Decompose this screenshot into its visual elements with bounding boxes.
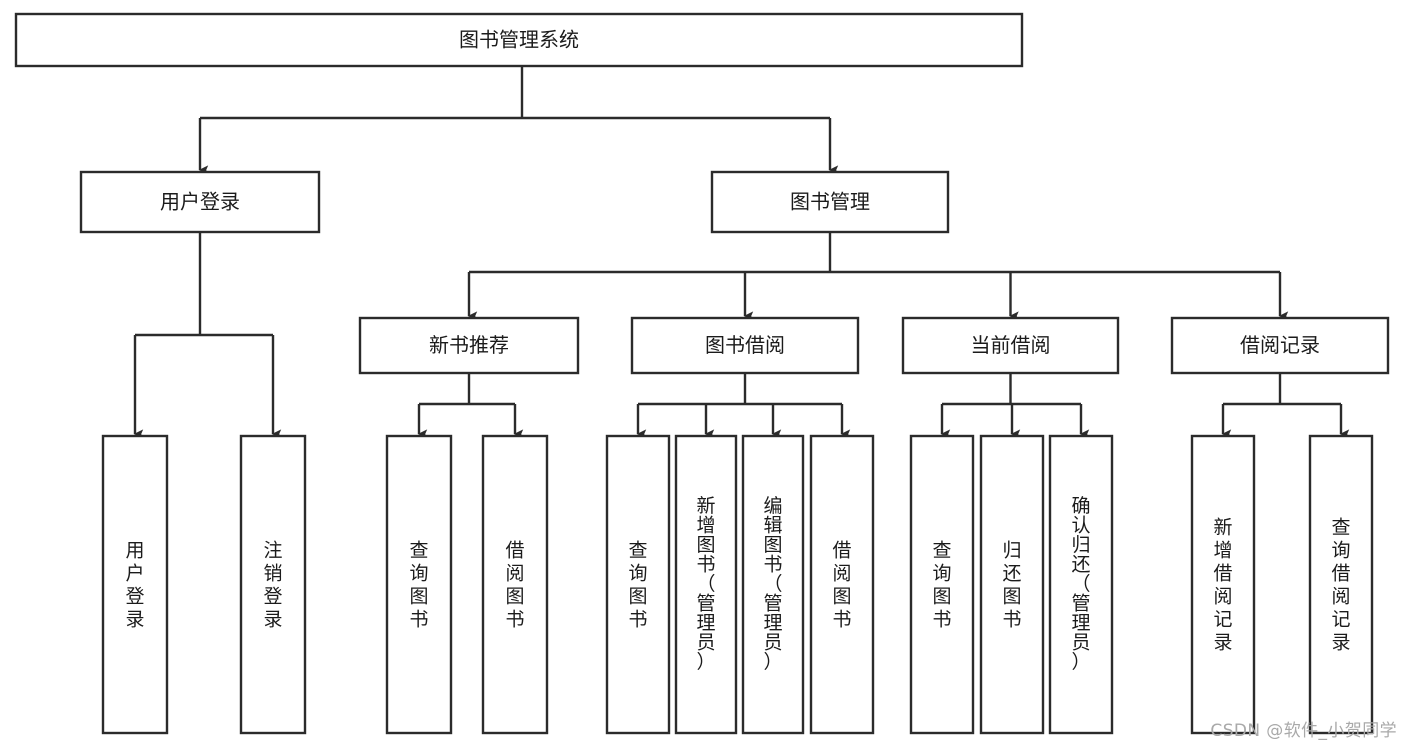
node-label-book-management: 图书管理	[790, 190, 870, 214]
node-box-book-management[interactable]	[710, 170, 950, 234]
node-leaf-borrow-book-1[interactable]: 借阅图书	[481, 434, 549, 735]
node-box-leaf-query-record[interactable]	[1308, 434, 1374, 735]
node-current-borrow[interactable]: 当前借阅	[901, 316, 1120, 375]
node-box-leaf-query-book-2[interactable]	[605, 434, 671, 735]
node-box-user-login[interactable]	[79, 170, 321, 234]
node-box-leaf-add-record[interactable]	[1190, 434, 1256, 735]
node-leaf-user-login[interactable]: 用户登录	[101, 434, 169, 735]
node-box-leaf-return-book[interactable]	[979, 434, 1045, 735]
node-leaf-user-logout[interactable]: 注销登录	[239, 434, 307, 735]
node-box-book-borrow[interactable]	[630, 316, 860, 375]
node-label-user-login: 用户登录	[160, 190, 240, 214]
node-box-leaf-borrow-book-2[interactable]	[809, 434, 875, 735]
csdn-watermark: CSDN @软件_小贺同学	[1210, 721, 1397, 741]
node-leaf-borrow-book-2[interactable]: 借阅图书	[809, 434, 875, 735]
node-box-borrow-record[interactable]	[1170, 316, 1390, 375]
node-box-leaf-user-login[interactable]	[101, 434, 169, 735]
node-label-leaf-user-login: 用户登录	[125, 539, 144, 630]
node-label-new-book-recommend: 新书推荐	[429, 333, 509, 357]
node-leaf-return-book[interactable]: 归还图书	[979, 434, 1045, 735]
node-label-leaf-user-logout: 注销登录	[263, 539, 282, 630]
node-box-new-book-recommend[interactable]	[358, 316, 580, 375]
node-box-root[interactable]	[14, 12, 1024, 68]
node-box-leaf-confirm-return[interactable]	[1048, 434, 1114, 735]
node-box-leaf-user-logout[interactable]	[239, 434, 307, 735]
node-label-borrow-record: 借阅记录	[1240, 333, 1320, 357]
node-label-leaf-query-book-3: 查询图书	[932, 539, 951, 630]
node-label-root: 图书管理系统	[459, 28, 579, 52]
node-label-leaf-return-book: 归还图书	[1002, 539, 1021, 630]
node-user-login[interactable]: 用户登录	[79, 170, 321, 234]
node-box-leaf-add-book[interactable]	[674, 434, 738, 735]
node-box-current-borrow[interactable]	[901, 316, 1120, 375]
node-new-book-recommend[interactable]: 新书推荐	[358, 316, 580, 375]
node-leaf-query-record[interactable]: 查询借阅记录	[1308, 434, 1374, 735]
node-label-leaf-query-book-1: 查询图书	[409, 539, 428, 630]
node-label-leaf-add-record: 新增借阅记录	[1213, 516, 1232, 653]
node-label-book-borrow: 图书借阅	[705, 333, 785, 357]
node-label-leaf-borrow-book-2: 借阅图书	[832, 539, 851, 630]
node-label-leaf-borrow-book-1: 借阅图书	[505, 539, 524, 630]
node-label-leaf-confirm-return: 确认归还（管理员）	[1071, 495, 1090, 673]
node-leaf-confirm-return[interactable]: 确认归还（管理员）	[1048, 434, 1114, 735]
node-leaf-edit-book[interactable]: 编辑图书（管理员）	[741, 434, 805, 735]
node-leaf-add-book[interactable]: 新增图书（管理员）	[674, 434, 738, 735]
node-leaf-add-record[interactable]: 新增借阅记录	[1190, 434, 1256, 735]
node-book-management[interactable]: 图书管理	[710, 170, 950, 234]
node-label-leaf-query-record: 查询借阅记录	[1331, 516, 1350, 653]
node-box-leaf-edit-book[interactable]	[741, 434, 805, 735]
node-label-current-borrow: 当前借阅	[971, 333, 1051, 357]
connectors-layer	[133, 66, 1350, 439]
node-label-leaf-query-book-2: 查询图书	[628, 539, 647, 630]
node-leaf-query-book-1[interactable]: 查询图书	[385, 434, 453, 735]
node-label-leaf-edit-book: 编辑图书（管理员）	[763, 495, 782, 673]
node-leaf-query-book-2[interactable]: 查询图书	[605, 434, 671, 735]
node-root[interactable]: 图书管理系统	[14, 12, 1024, 68]
node-leaf-query-book-3[interactable]: 查询图书	[909, 434, 975, 735]
node-label-leaf-add-book: 新增图书（管理员）	[696, 495, 715, 673]
node-borrow-record[interactable]: 借阅记录	[1170, 316, 1390, 375]
node-box-leaf-query-book-3[interactable]	[909, 434, 975, 735]
boxes-layer: 图书管理系统用户登录图书管理新书推荐图书借阅当前借阅借阅记录用户登录注销登录查询…	[14, 12, 1390, 735]
node-box-leaf-query-book-1[interactable]	[385, 434, 453, 735]
node-box-leaf-borrow-book-1[interactable]	[481, 434, 549, 735]
node-book-borrow[interactable]: 图书借阅	[630, 316, 860, 375]
